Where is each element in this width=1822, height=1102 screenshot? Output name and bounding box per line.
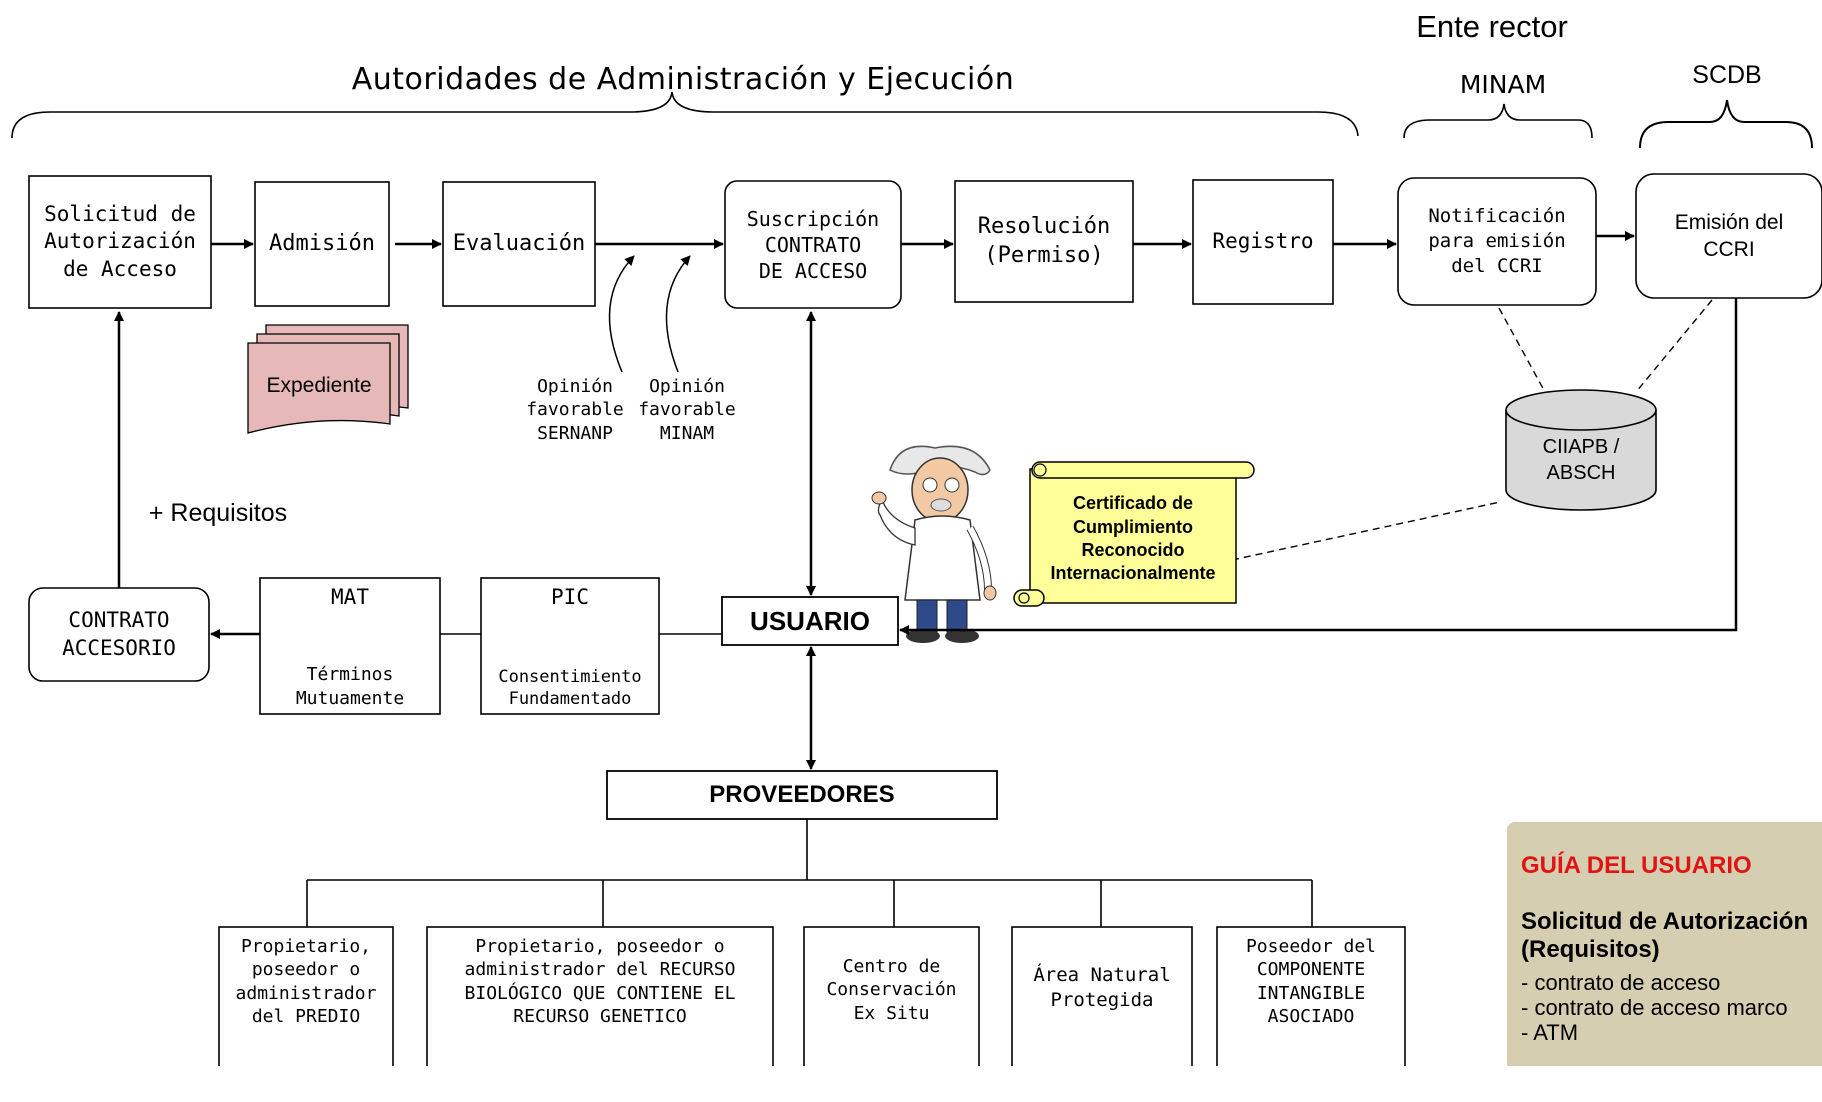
database-cylinder <box>1505 410 1657 511</box>
registro-box <box>1192 179 1334 305</box>
brace-scdb <box>1639 99 1813 149</box>
proveedores-label: PROVEEDORES <box>709 781 895 808</box>
resolucion-box <box>954 180 1134 303</box>
process-diagram <box>11 91 1822 1066</box>
brace-minam <box>1403 103 1593 139</box>
dash-notificacion-db <box>1498 307 1546 393</box>
usuario-box <box>721 596 899 646</box>
scdb-header: SCDB <box>1692 61 1762 89</box>
evaluacion-box <box>442 181 596 307</box>
admision-label: Admisión <box>269 230 375 256</box>
certificado-scroll <box>1029 468 1237 604</box>
registro-label: Registro <box>1212 229 1314 254</box>
guia-subtitle: Solicitud de Autorización (Requisitos) <box>1521 908 1809 963</box>
provider-box-centro <box>803 926 980 1066</box>
requisitos-label: + Requisitos <box>148 499 288 527</box>
autoridades-header: Autoridades de Administración y Ejecució… <box>351 62 1015 97</box>
expediente-label: Expediente <box>266 374 372 397</box>
admision-box <box>254 181 390 307</box>
ente-rector-header: Ente rector <box>1416 9 1568 44</box>
database-top <box>1505 389 1657 431</box>
proveedores-box <box>606 770 998 820</box>
minam-header: MINAM <box>1459 70 1547 99</box>
guia-title: GUÍA DEL USUARIO <box>1521 852 1752 879</box>
expediente-doc-front <box>247 342 391 434</box>
dash-emision-db <box>1635 299 1713 393</box>
provider-box-predio <box>218 926 394 1066</box>
guia-item: - contrato de acceso <box>1521 970 1721 995</box>
provider-box-recurso <box>426 926 774 1066</box>
provider-box-intangible <box>1216 926 1406 1066</box>
usuario-label: USUARIO <box>750 605 870 636</box>
guia-panel: GUÍA DEL USUARIO Solicitud de Autorizaci… <box>1507 822 1822 1066</box>
pic-box <box>480 577 660 715</box>
brace-autoridades <box>11 91 1359 139</box>
arrow-opinion-sernanp <box>608 255 635 373</box>
arrow-emision-usuario <box>899 298 1738 635</box>
certificado-scroll-top <box>1031 461 1255 479</box>
mat-box <box>259 577 441 715</box>
emision-box <box>1635 173 1822 299</box>
resolucion-label: Resolución(Permiso) <box>977 213 1111 268</box>
notificacion-box <box>1397 177 1597 306</box>
guia-list: - contrato de acceso - contrato de acces… <box>1521 970 1788 1045</box>
provider-box-anp <box>1011 926 1193 1066</box>
evaluacion-label: Evaluación <box>452 230 586 256</box>
scientist-cartoon-icon <box>871 445 997 643</box>
database-label: CIIAPB /ABSCH <box>1542 436 1620 484</box>
solicitud-box <box>28 175 212 309</box>
guia-item: - contrato de acceso marco <box>1521 995 1788 1020</box>
arrow-opinion-minam <box>665 255 691 373</box>
guia-item: - ATM <box>1521 1020 1579 1045</box>
dash-certificado-db <box>1231 501 1501 561</box>
